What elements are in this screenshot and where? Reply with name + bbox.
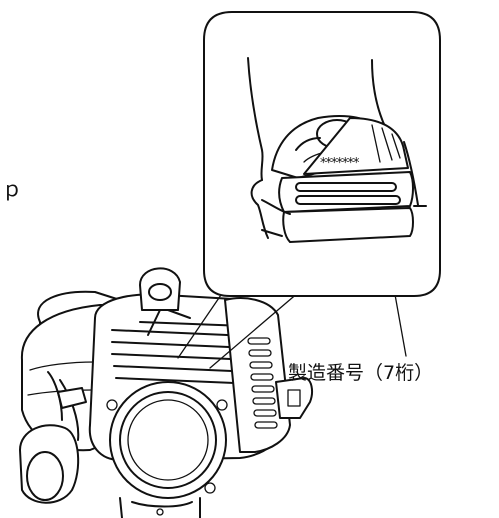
- serial-number-label: 製造番号（7桁）: [288, 362, 434, 384]
- muffler-vent-slots: [247, 337, 278, 429]
- side-bracket: [275, 377, 313, 419]
- exhaust-muffler: [224, 297, 291, 453]
- serial-number-placeholder: *******: [320, 156, 360, 171]
- magnified-serial-plate: *******: [247, 57, 427, 243]
- recoil-starter-housing: [109, 381, 227, 499]
- stray-mark: ｐ: [2, 177, 22, 201]
- fuel-cap: [19, 424, 80, 504]
- engine-illustration: [19, 267, 313, 518]
